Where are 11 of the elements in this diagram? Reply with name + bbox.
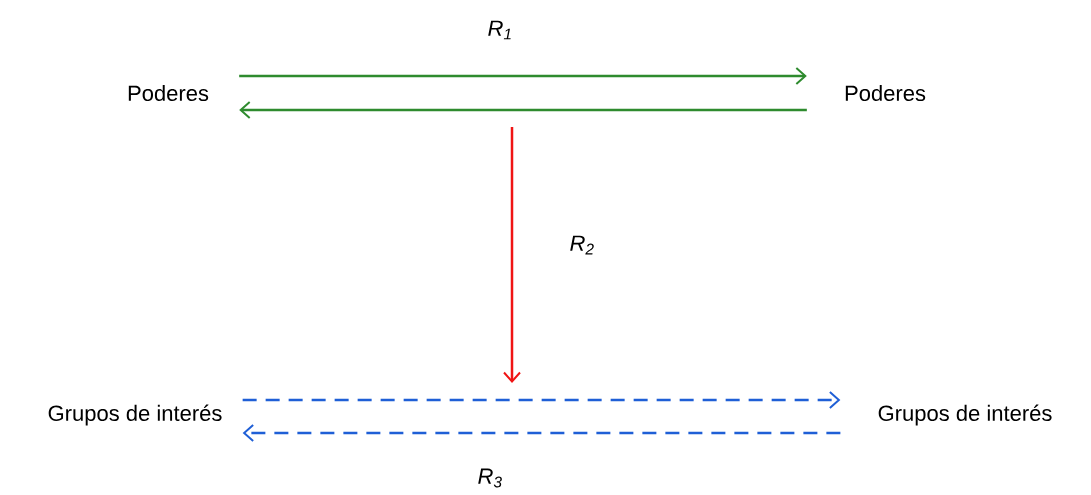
relation-label: R$_{2}$ bbox=[570, 235, 594, 255]
arrow bbox=[239, 101, 807, 119]
edge-label: R$_{3}$ bbox=[478, 468, 502, 488]
node-label: Poderes bbox=[845, 84, 926, 102]
node-label: Grupos de interés bbox=[48, 404, 222, 426]
arrow bbox=[242, 391, 841, 409]
node-label: Poderes bbox=[128, 84, 209, 102]
arrow bbox=[242, 424, 841, 442]
arrow bbox=[239, 67, 807, 85]
edge-label: R$_{1}$ bbox=[488, 20, 511, 40]
node-label: Grupos de interés bbox=[878, 404, 1052, 426]
